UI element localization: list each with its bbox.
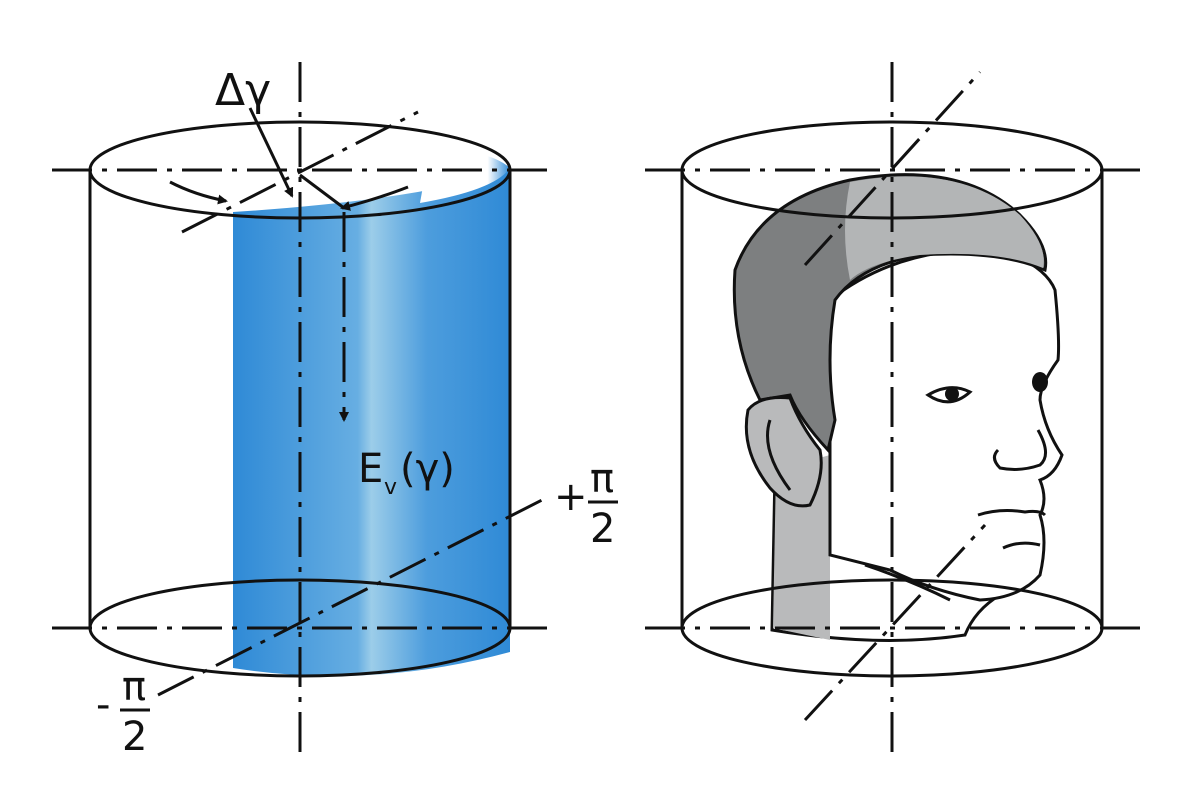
left-rotation-arrow bbox=[169, 180, 228, 205]
bottom-diagonal-axis bbox=[157, 495, 549, 697]
right-upper-diagonal-axis bbox=[803, 70, 982, 267]
illuminance-label-sub: v bbox=[384, 475, 397, 500]
illuminance-label-main: E bbox=[358, 446, 383, 492]
delta-gamma-label: Δγ bbox=[215, 65, 271, 116]
top-ellipse-highlight bbox=[420, 147, 510, 203]
left-pupil bbox=[945, 387, 959, 401]
right-eye bbox=[1032, 372, 1048, 392]
right-lower-diagonal-axis bbox=[803, 523, 987, 722]
top-diagonal-axis bbox=[181, 110, 419, 234]
face bbox=[828, 248, 1064, 602]
ear bbox=[744, 396, 823, 508]
mouth bbox=[977, 509, 1047, 517]
plus-half-pi-denominator: 2 bbox=[590, 506, 615, 552]
minus-sign: - bbox=[96, 682, 110, 728]
illuminance-beam bbox=[233, 170, 510, 677]
right-cylinder-panel bbox=[645, 62, 1140, 752]
delta-tick bbox=[299, 173, 345, 210]
delta-arrow-to-center bbox=[248, 107, 294, 198]
minus-half-pi-denominator: 2 bbox=[122, 714, 147, 760]
plus-half-pi-numerator: π bbox=[590, 456, 614, 502]
left-cylinder-panel: Δγ E v (γ) + π 2 - π 2 bbox=[52, 62, 618, 760]
ear-inner bbox=[766, 419, 792, 491]
human-head-icon bbox=[732, 173, 1064, 642]
nose bbox=[993, 429, 1047, 471]
minus-half-pi-numerator: π bbox=[122, 664, 146, 710]
illuminance-label-arg: (γ) bbox=[400, 446, 455, 492]
right-rotation-arrow bbox=[340, 185, 409, 211]
lower-lip bbox=[1002, 541, 1041, 550]
hair-highlight bbox=[845, 176, 1044, 280]
plus-sign: + bbox=[554, 474, 588, 520]
